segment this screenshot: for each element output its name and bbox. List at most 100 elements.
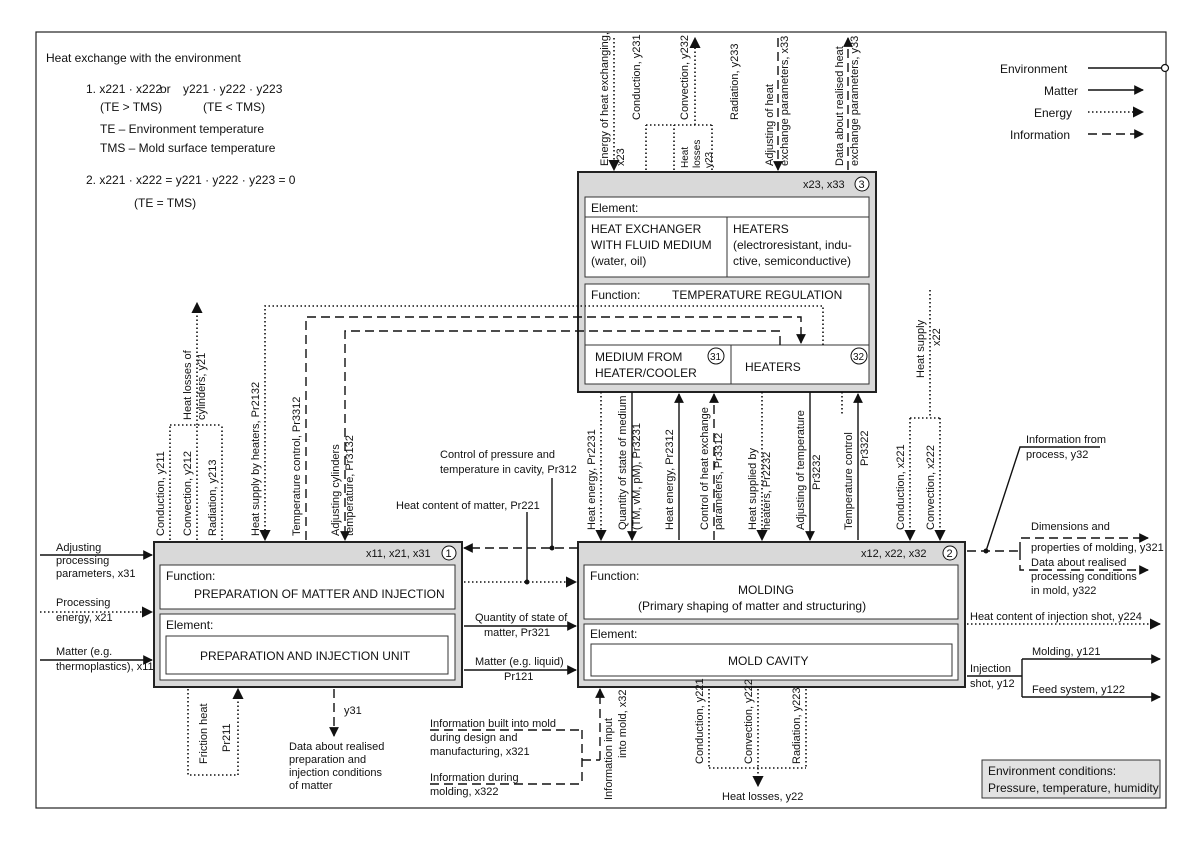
label-data-mold-3: in mold, y322 <box>1031 585 1096 597</box>
label-convection-y232: Convection, y232 <box>679 35 691 120</box>
box3-number: 3 <box>859 179 865 191</box>
label-matter-liquid-1: Matter (e.g. liquid) <box>475 656 564 668</box>
label-control-he-1: Control of heat exchange <box>699 407 711 530</box>
box1-vars: x11, x21, x31 <box>366 548 431 560</box>
label-dims-2: properties of molding, y321 <box>1031 542 1164 554</box>
label-adjusting-cylinders-2: temperature, Pr3132 <box>344 435 356 536</box>
input-energy-line2: energy, x21 <box>56 612 113 624</box>
label-data-prep-3: injection conditions <box>289 767 382 779</box>
label-info-input-2: into mold, x32 <box>617 690 629 758</box>
box3-sub32-circle <box>850 347 868 365</box>
box2-bottom-flows: Information built into mold during desig… <box>430 678 807 803</box>
box3-function-text: TEMPERATURE REGULATION <box>672 288 842 302</box>
input-energy-line1: Processing <box>56 597 110 609</box>
label-adjusting-cylinders-1: Adjusting cylinders <box>330 444 342 536</box>
label-heat-losses-y22: Heat losses, y22 <box>722 791 803 803</box>
label-control-he-2: parameters, Pr3312 <box>713 433 725 530</box>
box1-bottom-flows: Friction heat Pr211 y31 Data about reali… <box>187 687 384 792</box>
label-heat-losses-y23-1: Heat <box>680 147 691 168</box>
legend: Environment Matter Energy Information <box>1000 62 1170 142</box>
left-inputs: Adjusting processing parameters, x31 Pro… <box>40 542 154 673</box>
label-info-process-1: Information from <box>1026 434 1106 446</box>
heat-exchange-line2-left: (TE > TMS) <box>100 100 162 114</box>
label-radiation-y233: Radiation, y233 <box>729 44 741 120</box>
label-radiation-y223: Radiation, y223 <box>791 688 803 764</box>
label-radiation-y213: Radiation, y213 <box>207 460 219 536</box>
box2-element-inner <box>590 643 953 677</box>
legend-environment: Environment <box>1000 62 1068 76</box>
label-injection-2: shot, y12 <box>970 678 1015 690</box>
label-data-mold-2: processing conditions <box>1031 571 1137 583</box>
data-mold-arrow <box>1019 551 1149 575</box>
label-heat-supply-2: x22 <box>931 328 943 346</box>
box1-box2-flows: Control of pressure and temperature in c… <box>396 449 578 683</box>
label-info-built-2: during design and <box>430 732 517 744</box>
label-energy-he-2: x23 <box>615 148 627 166</box>
box2-function-panel <box>583 564 959 620</box>
te-definition: TE – Environment temperature <box>100 122 264 136</box>
environment-conditions-box <box>981 759 1161 799</box>
legend-energy: Energy <box>1034 106 1072 120</box>
label-heat-content-matter: Heat content of matter, Pr221 <box>396 500 540 512</box>
label-heat-losses-y23-3: y23 <box>704 151 715 168</box>
box3-temperature-regulation: x23, x33 3 Element: HEAT EXCHANGER WITH … <box>577 171 877 393</box>
box1-preparation-and-injection: x11, x21, x31 1 Function: PREPARATION OF… <box>153 541 463 688</box>
label-heat-energy-pr2312: Heat energy, Pr2312 <box>664 429 676 530</box>
box3-hx-line3: (water, oil) <box>591 254 646 268</box>
box2-right-flows: Information from process, y32 Dimensions… <box>967 434 1164 702</box>
box2-function-label: Function: <box>590 569 639 583</box>
info-process-node <box>983 548 989 554</box>
environment-conditions: Environment conditions: Pressure, temper… <box>981 759 1161 799</box>
label-temp-control-1: Temperature control <box>843 432 855 530</box>
label-info-built-1: Information built into mold <box>430 718 556 730</box>
label-data-prep-2: preparation and <box>289 754 366 766</box>
box3-box2-flows: Heat energy, Pr2231 Quantity of state of… <box>586 290 946 542</box>
label-qty-matter-2: matter, Pr321 <box>484 627 550 639</box>
adjusting-cylinders-arrow <box>340 330 781 541</box>
label-heat-losses-cyl-2: cylinders, y21 <box>196 353 208 420</box>
label-data-he-1: Data about realised heat <box>834 46 846 166</box>
label-quantity-medium-2: (TM, vM, pM), Pr3231 <box>631 423 643 530</box>
label-heat-losses-cyl-1: Heat losses of <box>182 349 194 420</box>
box3-heaters-line3: ctive, semiconductive) <box>733 254 851 268</box>
label-conduction-y211: Conduction, y211 <box>155 451 167 536</box>
label-control-pt-1: Control of pressure and <box>440 449 555 461</box>
box3-function-panel <box>584 283 870 385</box>
label-info-input-1: Information input <box>603 718 615 800</box>
box3-top-flows: Energy of heat exchanging, x23 Conductio… <box>599 32 861 172</box>
box2-molding: x12, x22, x32 2 Function: MOLDING (Prima… <box>577 541 966 688</box>
box3-sub31-line1: MEDIUM FROM <box>595 350 682 364</box>
label-dims-1: Dimensions and <box>1031 521 1110 533</box>
label-data-he-2: exchange parameters, y33 <box>849 36 861 166</box>
heat-exchange-line4: (TE = TMS) <box>134 196 196 210</box>
legend-information: Information <box>1010 128 1070 142</box>
label-info-built-3: manufacturing, x321 <box>430 746 530 758</box>
box3-sub31-line2: HEATER/COOLER <box>595 366 697 380</box>
box1-function-panel <box>159 564 456 610</box>
label-heat-supply-heaters: Heat supply by heaters, Pr2132 <box>250 382 262 536</box>
temperature-control-arrow <box>305 316 806 540</box>
label-conduction-x221: Conduction, x221 <box>895 444 907 530</box>
heat-exchange-note: Heat exchange with the environment 1. x2… <box>46 51 296 210</box>
label-data-prep-4: of matter <box>289 780 333 792</box>
box1-element-label: Element: <box>166 618 213 632</box>
box2-function-line2: (Primary shaping of matter and structuri… <box>638 599 866 613</box>
label-info-during-2: molding, x322 <box>430 786 499 798</box>
box3-hx-line1: HEAT EXCHANGER <box>591 222 702 236</box>
box3-hx-line2: WITH FLUID MEDIUM <box>591 238 712 252</box>
label-control-pt-2: temperature in cavity, Pr312 <box>440 464 577 476</box>
heat-exchange-line3: 2. x221 · x222 = y221 · y222 · y223 = 0 <box>86 173 296 187</box>
label-info-during-1: Information during <box>430 772 519 784</box>
label-y31: y31 <box>344 705 362 717</box>
box3-sub31-circle <box>707 347 725 365</box>
heat-content-node <box>524 579 530 585</box>
box2-element-label: Element: <box>590 627 637 641</box>
heat-exchange-line2-right: (TE < TMS) <box>203 100 265 114</box>
heat-exchange-line1-right: y221 · y222 · y223 <box>183 82 283 96</box>
label-temp-control-2: Pr3322 <box>859 431 871 466</box>
box1-function-label: Function: <box>166 569 215 583</box>
box2-function-line1: MOLDING <box>738 583 794 597</box>
input-matter-line2: thermoplastics), x11 <box>56 661 154 673</box>
label-convection-y222: Convection, y222 <box>743 679 755 764</box>
